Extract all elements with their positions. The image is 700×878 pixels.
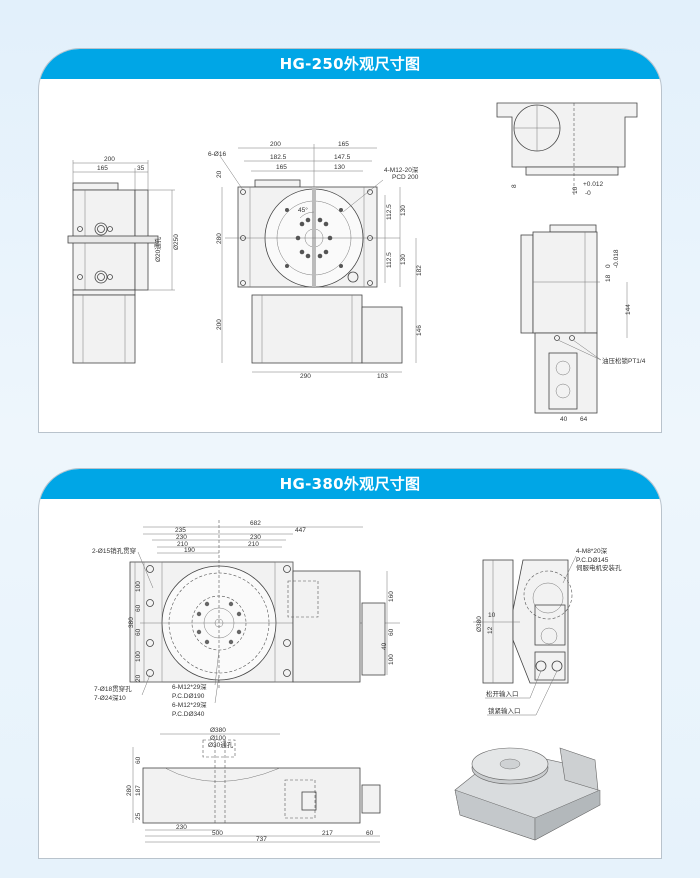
hg380-side-view: 4-M8*20深 P.C.DØ145 伺服电机安装孔 Ø380 10 12 松开…	[473, 546, 622, 716]
dim-230b: 230	[250, 534, 261, 541]
label-lock-port: 锁紧输入口	[488, 706, 521, 715]
dim-144: 144	[625, 304, 632, 315]
dim-v60b: 60	[135, 628, 142, 636]
dim-103: 103	[377, 373, 388, 380]
hg380-title: HG-380外观尺寸图	[39, 469, 661, 499]
label-pcd1: P.C.DØ190	[172, 693, 205, 700]
dim-dia250: Ø250	[173, 234, 180, 250]
dim-r100: 100	[388, 654, 395, 665]
dim-dia100: Ø100	[210, 735, 226, 742]
dim-v280: 280	[126, 785, 133, 796]
dim-190: 190	[184, 547, 195, 554]
dim-130: 130	[334, 164, 345, 171]
dim-v60: 60	[135, 756, 142, 764]
hg250-front-view: 6-Ø16 200 165 182.5 147.5 165 130 4-M12-…	[208, 141, 423, 380]
dim-r40: 40	[381, 642, 388, 650]
dim-20: 20	[216, 170, 223, 178]
label-tap1: 6-M12*29深	[172, 682, 207, 691]
dim-v60a: 60	[135, 604, 142, 612]
tol-minus: -0	[585, 190, 591, 197]
label-counterbore: 7-Ø24深10	[94, 693, 126, 702]
dim-dia380: Ø380	[210, 727, 226, 734]
dim-12: 12	[487, 626, 494, 634]
hg250-top-view: 8 10 +0.012 -0	[496, 102, 638, 197]
hg380-isometric-view	[454, 747, 601, 841]
dim-447: 447	[295, 527, 306, 534]
dim-230: 230	[176, 824, 187, 831]
dim-v20: 20	[135, 674, 142, 682]
dim-200: 200	[270, 141, 281, 148]
dim-210a: 210	[177, 541, 188, 548]
dim-10: 10	[488, 612, 496, 619]
label-tap: 4-M12-20深	[384, 165, 419, 174]
dim-v100a: 100	[135, 581, 142, 592]
dim-210b: 210	[248, 541, 259, 548]
dim-r60: 60	[388, 628, 395, 636]
label-pcd: P.C.DØ145	[576, 557, 609, 564]
dim-146: 146	[416, 325, 423, 336]
hg250-right-view: 18 0 -0.018 144 油压松锁PT1/4 40 64	[520, 224, 646, 423]
tol-plus: +0.012	[583, 181, 603, 188]
hg380-front-view: 682 235 447 230 230 210 210 190 2-Ø15销孔贯…	[92, 520, 400, 718]
dim-60: 60	[366, 830, 374, 837]
dim-165b: 165	[276, 164, 287, 171]
dim-182: 182	[416, 265, 423, 276]
label-pcd: PCD 200	[392, 174, 419, 181]
label-pin-holes: 2-Ø15销孔贯穿	[92, 546, 136, 555]
dim-200: 200	[104, 156, 115, 163]
hg380-bottom-view: Ø380 Ø100 Ø30通孔 60 280 187 25 230 500 21…	[126, 727, 381, 843]
dim-35: 35	[137, 165, 145, 172]
dim-10: 10	[572, 186, 579, 194]
dim-130b: 130	[400, 254, 407, 265]
label-holes: 6-Ø16	[208, 151, 226, 158]
dim-64: 64	[580, 416, 588, 423]
dim-40: 40	[560, 416, 568, 423]
dim-v25: 25	[135, 812, 142, 820]
label-angle: 45°	[298, 206, 308, 214]
label-release-port: 松开输入口	[486, 689, 519, 698]
dim-165: 165	[338, 141, 349, 148]
dim-through-hole: Ø20通孔	[153, 236, 162, 262]
label-pcd2: P.C.DØ340	[172, 711, 205, 718]
dim-dia380: Ø380	[476, 616, 483, 632]
dim-235: 235	[175, 527, 186, 534]
dim-280: 280	[216, 233, 223, 244]
dim-r160: 160	[388, 591, 395, 602]
label-oil-port: 油压松锁PT1/4	[602, 356, 646, 365]
dim-18: 18	[605, 274, 612, 282]
dim-165: 165	[97, 165, 108, 172]
label-servo-mount: 伺服电机安装孔	[576, 563, 622, 572]
dim-200v: 200	[216, 319, 223, 330]
dim-112-5a: 112.5	[386, 204, 393, 220]
dim-147-5: 147.5	[334, 154, 351, 161]
dim-dia30: Ø30通孔	[208, 740, 234, 749]
dim-217: 217	[322, 830, 333, 837]
dim-v100b: 100	[135, 651, 142, 662]
dim-130a: 130	[400, 205, 407, 216]
dim-737: 737	[256, 836, 267, 843]
label-tap2: 6-M12*29深	[172, 700, 207, 709]
label-through-holes: 7-Ø18贯穿孔	[94, 684, 132, 693]
hg250-title: HG-250外观尺寸图	[39, 49, 661, 79]
dim-182-5: 182.5	[270, 154, 287, 161]
dim-290: 290	[300, 373, 311, 380]
tol-minus: -0.018	[613, 249, 620, 268]
hg250-side-view: 200 165 35 Ø250 Ø20通孔	[67, 156, 180, 364]
label-tap: 4-M8*20深	[576, 546, 608, 555]
dim-230a: 230	[176, 534, 187, 541]
dim-500: 500	[212, 830, 223, 837]
dim-v380: 380	[128, 617, 135, 628]
dim-682: 682	[250, 520, 261, 527]
dim-8: 8	[511, 184, 518, 188]
tol-0: 0	[605, 264, 612, 268]
dim-v187: 187	[135, 785, 142, 796]
dim-112-5b: 112.5	[386, 252, 393, 268]
